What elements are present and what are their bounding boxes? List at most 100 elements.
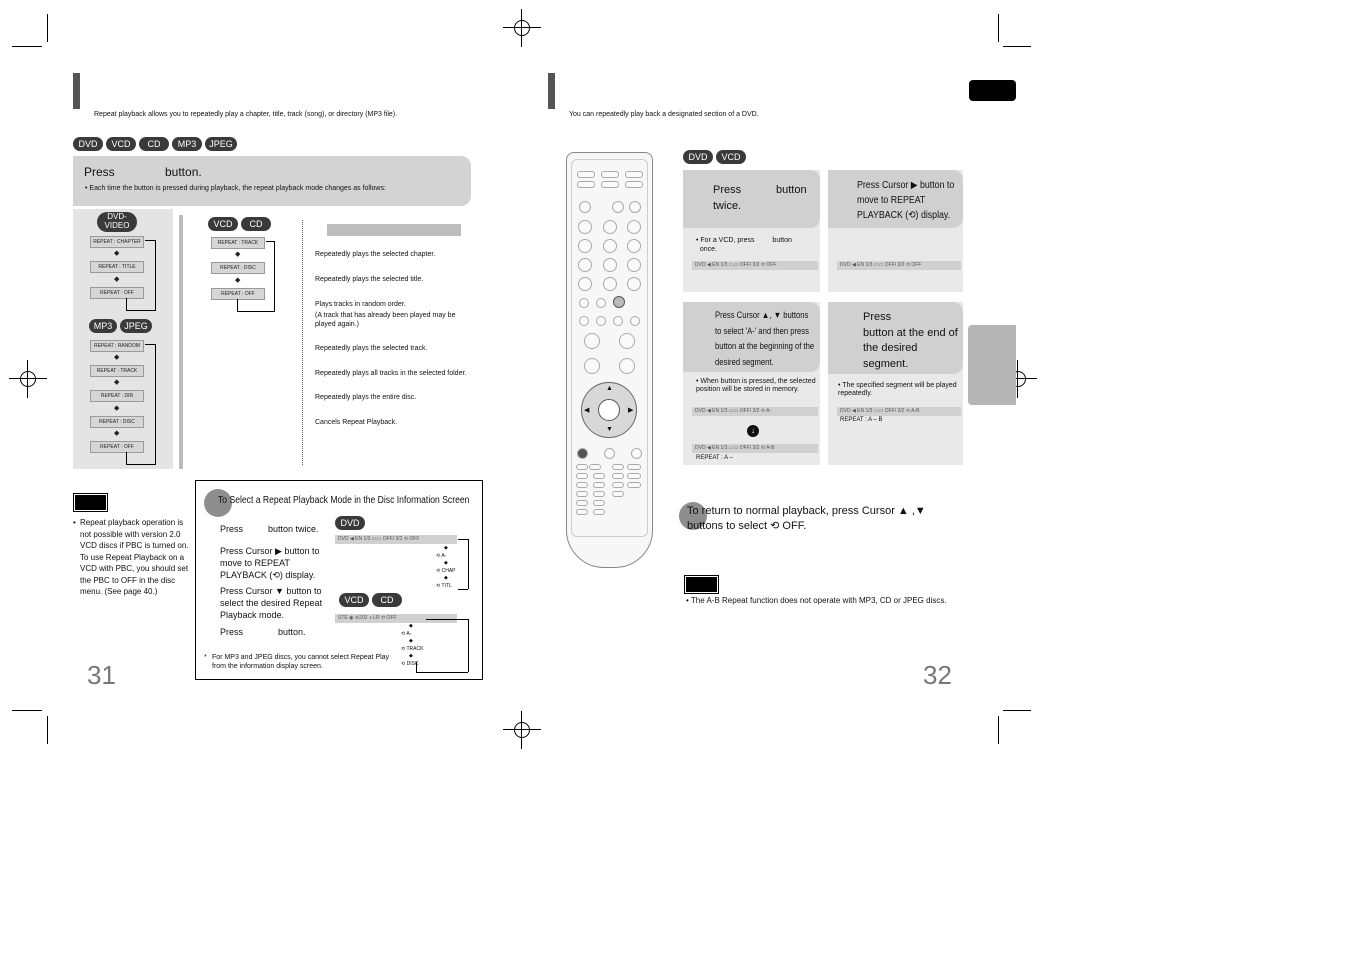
repeat-button-highlight	[613, 296, 625, 308]
crop-mark	[12, 710, 42, 711]
remote-button	[596, 298, 606, 308]
badge-vcd: VCD	[106, 137, 136, 151]
info-step-2: Press Cursor ▶ button to move to REPEAT …	[220, 546, 320, 580]
desc-random: Plays tracks in random order.	[315, 301, 406, 308]
mode-chip: REPEAT : TRACK	[211, 237, 265, 249]
remote-button	[612, 464, 624, 470]
desc-off: Cancels Repeat Playback.	[315, 419, 398, 426]
mode-chip: REPEAT : OFF	[90, 287, 144, 299]
number-button	[627, 239, 641, 253]
mode-chip: REPEAT : DISC	[90, 416, 144, 428]
mode-chip: REPEAT : CHAPTER	[90, 236, 144, 248]
side-tab	[968, 325, 1016, 405]
remote-button	[576, 500, 588, 506]
remote-button	[601, 171, 619, 178]
badge-vcd-small: VCD	[208, 217, 238, 231]
registration-mark	[503, 711, 541, 749]
ab-step3-text: Press Cursor ▲, ▼ buttons to select 'A-'…	[715, 310, 815, 367]
desc-track: Repeatedly plays the selected track.	[315, 345, 428, 352]
number-button	[603, 258, 617, 272]
remote-inner	[571, 159, 648, 537]
page-number-left: 31	[87, 660, 116, 690]
remote-button	[579, 316, 589, 326]
badge-vcd-right: VCD	[716, 150, 746, 164]
step1-button: button.	[165, 165, 202, 179]
number-button	[578, 239, 592, 253]
remote-button	[593, 482, 605, 488]
dotted-separator	[302, 220, 303, 465]
remote-button	[625, 181, 643, 188]
remote-button	[612, 482, 624, 488]
crop-mark	[998, 716, 999, 744]
crop-mark	[998, 14, 999, 42]
loop-line	[274, 241, 275, 311]
step1-press: Press	[84, 165, 115, 179]
title-bar	[73, 73, 80, 109]
ab-step2-header: Press Cursor ▶ button to move to REPEAT …	[828, 170, 963, 228]
dpad	[581, 382, 637, 438]
badge-mp3: MP3	[172, 137, 202, 151]
number-button	[627, 220, 641, 234]
return-text: To return to normal playback, press Curs…	[687, 505, 926, 532]
tuning-up-button	[619, 333, 635, 349]
desc-title: Repeatedly plays the selected title.	[315, 276, 424, 283]
arrow-down-icon: ◆	[235, 277, 241, 284]
lcd-display-dvd: DVD ◀ EN 1/3 ▭▭ OFF/ 3/2 ⟲ OFF	[335, 535, 457, 544]
registration-mark	[503, 9, 541, 47]
number-button	[603, 220, 617, 234]
loop-line	[416, 672, 468, 673]
remote-button	[612, 201, 624, 213]
loop-line	[126, 298, 127, 310]
remote-button	[630, 316, 640, 326]
loop-line	[126, 452, 127, 464]
loop-line	[126, 464, 156, 465]
remote-button	[627, 464, 641, 470]
mode-chip: REPEAT : DIR	[90, 390, 144, 402]
badge-dvd-right: DVD	[683, 150, 713, 164]
mode-chip: REPEAT : RANDOM	[90, 340, 144, 352]
badge-dvd: DVD	[73, 137, 103, 151]
loop-line	[458, 539, 468, 540]
number-button	[578, 277, 592, 291]
descriptions-header-bar	[327, 224, 461, 236]
info-badge-vcd: VCD	[339, 593, 369, 607]
crop-mark	[47, 14, 48, 42]
remote-button	[596, 316, 606, 326]
crop-mark	[47, 716, 48, 744]
lcd-ab-step3a: DVD ◀ EN 1/3 ▭▭ OFF/ 3/2 ⟲ A-	[692, 407, 818, 416]
loop-line	[426, 619, 468, 620]
remote-button	[576, 509, 588, 515]
remote-button	[631, 448, 642, 459]
info-step-4: Press button.	[220, 627, 306, 637]
ab-step3-header: Press Cursor ▲, ▼ buttons to select 'A-'…	[683, 302, 820, 372]
loop-line	[145, 240, 155, 241]
loop-line	[458, 589, 468, 590]
tuning-down-button	[619, 358, 635, 374]
number-button	[578, 220, 592, 234]
dpad-left-icon: ◀	[584, 407, 590, 414]
ab-step1-note: • For a VCD, press button once.	[696, 237, 792, 253]
badge-cd: CD	[139, 137, 169, 151]
remote-button	[593, 509, 605, 515]
loop-line	[126, 310, 156, 311]
number-button	[603, 239, 617, 253]
title-bar	[548, 73, 555, 109]
number-button	[578, 258, 592, 272]
remote-button	[612, 473, 624, 479]
page-number-right: 32	[923, 660, 952, 690]
remote-button	[612, 491, 624, 497]
remote-button	[576, 473, 588, 479]
mode-chip: REPEAT : DISC	[211, 262, 265, 274]
badge-mp3-small: MP3	[89, 319, 117, 333]
info-badge-dvd: DVD	[335, 516, 365, 530]
mode-chip: REPEAT : TRACK	[90, 365, 144, 377]
note-text-right: • The A-B Repeat function does not opera…	[686, 596, 947, 605]
info-step-1: Press button twice.	[220, 524, 319, 534]
remote-button	[627, 482, 641, 488]
loop-line	[468, 619, 469, 672]
mode-column-vcd	[179, 215, 183, 469]
number-button	[627, 258, 641, 272]
